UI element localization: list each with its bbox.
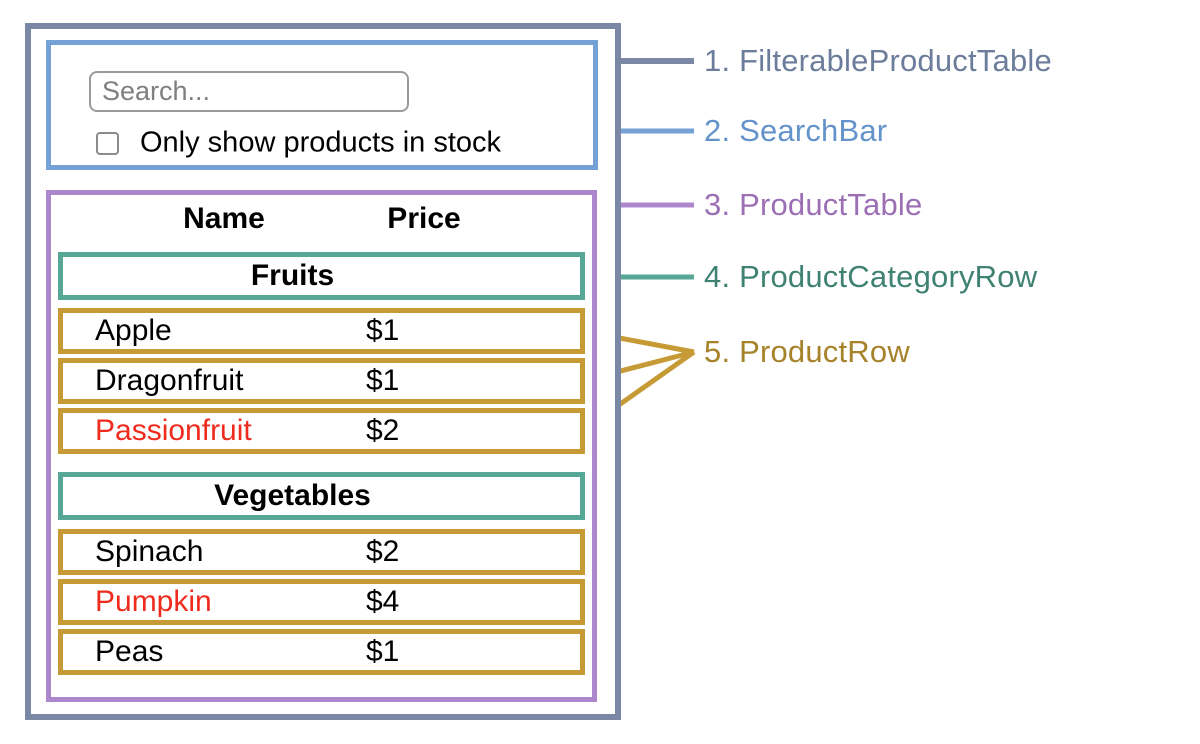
- product-price: $4: [366, 585, 400, 618]
- product-price: $1: [366, 314, 400, 347]
- column-header-price: Price: [387, 202, 461, 235]
- annotation-product-row: 5. ProductRow: [704, 334, 910, 369]
- product-name: Pumpkin: [95, 585, 212, 618]
- product-price: $2: [366, 535, 400, 568]
- product-price: $2: [366, 414, 400, 447]
- annotation-filterable-product-table: 1. FilterableProductTable: [704, 43, 1052, 78]
- category-row-vegetables: Vegetables: [58, 472, 585, 520]
- annotation-product-category-row: 4. ProductCategoryRow: [704, 259, 1038, 294]
- product-row-pumpkin: Pumpkin $4: [58, 579, 585, 625]
- product-name: Passionfruit: [95, 414, 252, 447]
- product-row-apple: Apple $1: [58, 308, 585, 354]
- product-name: Peas: [95, 635, 164, 668]
- product-price: $1: [366, 635, 400, 668]
- in-stock-checkbox[interactable]: [96, 132, 119, 155]
- category-label: Vegetables: [214, 479, 371, 512]
- product-row-passionfruit: Passionfruit $2: [58, 408, 585, 454]
- category-row-fruits: Fruits: [58, 252, 585, 300]
- product-name: Spinach: [95, 535, 204, 568]
- in-stock-checkbox-label: Only show products in stock: [140, 126, 502, 159]
- annotation-product-table: 3. ProductTable: [704, 187, 923, 222]
- product-price: $1: [366, 364, 400, 397]
- category-label: Fruits: [250, 259, 335, 292]
- search-input[interactable]: [89, 71, 409, 112]
- product-row-spinach: Spinach $2: [58, 529, 585, 575]
- annotation-search-bar: 2. SearchBar: [704, 113, 888, 148]
- column-header-name: Name: [183, 202, 265, 235]
- product-row-dragonfruit: Dragonfruit $1: [58, 358, 585, 404]
- product-name: Dragonfruit: [95, 364, 244, 397]
- product-name: Apple: [95, 314, 172, 347]
- product-row-peas: Peas $1: [58, 629, 585, 675]
